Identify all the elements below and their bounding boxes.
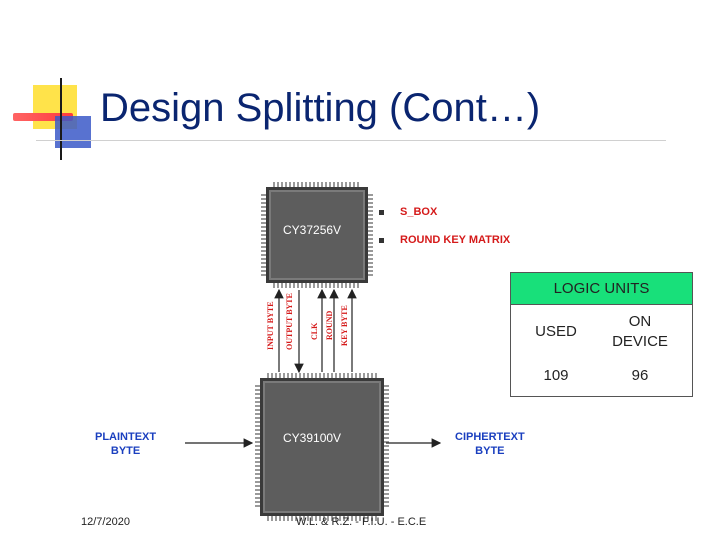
plaintext-label-line2: BYTE [110,445,141,457]
bullet-icon [379,238,384,243]
footer-authors: W.L. & R.Z. - F.I.U. - E.C.E [296,516,427,528]
chip-cy37256v-label: CY37256V [283,223,342,237]
plaintext-label: PLAINTEXT BYTE [95,430,156,458]
logic-units-used-value: 109 [543,367,569,384]
title-decoration-vertical-line [60,78,62,160]
footer-date: 12/7/2020 [81,516,130,528]
logic-units-table-header [511,273,692,305]
bullet-round-key-matrix: ROUND KEY MATRIX [400,234,511,246]
logic-units-col-used: USED [535,323,577,340]
slide-title: Design Splitting (Cont…) [100,86,541,130]
logic-units-header-text: LOGIC UNITS [553,280,650,297]
bus-label-clk: CLK [310,322,319,340]
ciphertext-label: CIPHERTEXT BYTE [455,430,525,458]
bus-label-output-byte: OUTPUT BYTE [285,293,294,350]
ciphertext-label-line1: CIPHERTEXT [455,431,525,443]
title-decoration-red-bar [13,113,73,121]
logic-units-col-on-device-line1: ON [628,313,652,330]
logic-units-table: LOGIC UNITS USED ON DEVICE 109 96 [510,272,693,397]
bullet-sbox: S_BOX [400,206,438,218]
plaintext-label-line1: PLAINTEXT [95,431,157,443]
logic-units-col-on-device: ON DEVICE [601,312,679,352]
title-underline [36,140,666,141]
chip-cy37256v: CY37256V [261,182,373,288]
chip-cy39100v-label: CY39100V [283,431,342,445]
logic-units-on-device-value: 96 [631,367,649,384]
ciphertext-label-line2: BYTE [475,445,505,457]
bus-label-round: ROUND [325,310,334,340]
bus-label-input-byte: INPUT BYTE [266,301,275,350]
bullet-icon [379,210,384,215]
bus-label-key-byte: KEY BYTE [340,305,349,346]
logic-units-col-on-device-line2: DEVICE [612,333,668,350]
chip-cy39100v: CY39100V [255,373,389,521]
